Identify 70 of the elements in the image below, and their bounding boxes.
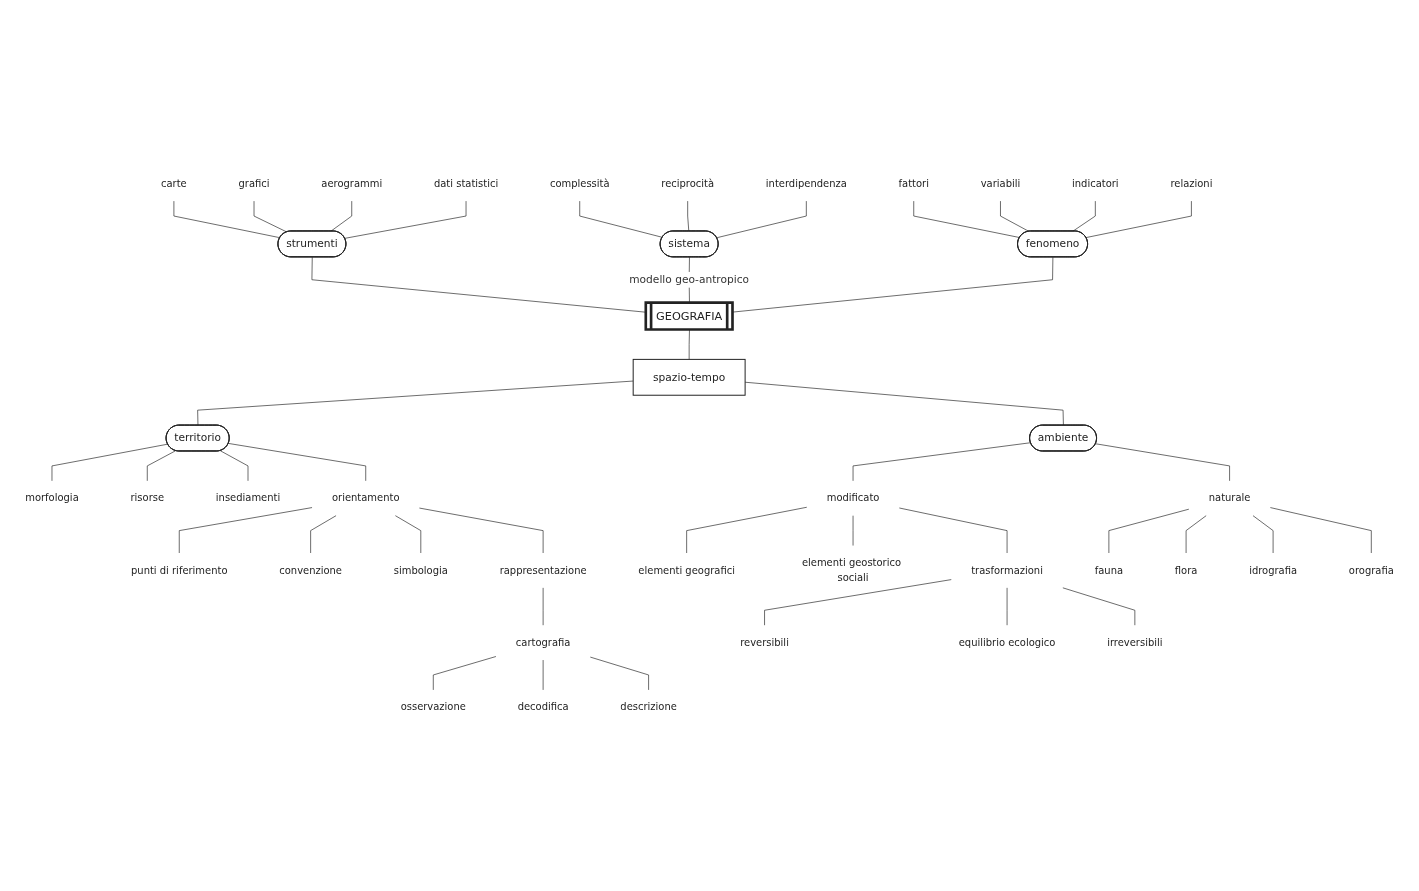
connector	[432, 656, 497, 691]
node-text: dati statistici	[433, 177, 499, 190]
node-text: simbologia	[393, 564, 448, 577]
node-text: morfologia	[25, 492, 79, 505]
node-text: interdipendenza	[765, 177, 847, 190]
connector	[173, 200, 281, 239]
connector	[732, 256, 1054, 313]
node-text: flora	[1174, 564, 1198, 577]
node-text: idrografia	[1249, 564, 1298, 577]
connector	[913, 200, 1021, 238]
connector	[1000, 200, 1030, 232]
node-text: elementi geografici	[638, 564, 735, 577]
connector	[228, 443, 367, 482]
connector	[687, 200, 690, 232]
node-text: cartografia	[515, 636, 571, 649]
node-text: risorse	[130, 492, 165, 505]
node-text: decodifica	[517, 701, 569, 714]
edge-label: modello geo-antropico	[629, 273, 750, 286]
connector	[197, 380, 634, 426]
node-box: spazio-tempo	[632, 358, 746, 396]
connector	[1062, 587, 1136, 626]
node-text: insediamenti	[215, 492, 281, 505]
node-text: convenzione	[279, 564, 342, 577]
node-text: carte	[161, 177, 187, 190]
connector	[253, 200, 288, 233]
connector	[220, 450, 249, 482]
connector	[744, 381, 1064, 426]
connector	[852, 442, 1032, 482]
connector	[589, 656, 649, 691]
node-text: descrizione	[620, 701, 677, 714]
node-text: modificato	[826, 492, 880, 505]
node-text: orografia	[1348, 564, 1394, 577]
node-text: equilibrio ecologico	[958, 636, 1056, 649]
node-text: reversibili	[740, 636, 789, 649]
connector	[178, 507, 313, 554]
connector	[899, 507, 1008, 554]
node-text: osservazione	[400, 701, 466, 714]
node-text: complessità	[549, 177, 610, 190]
connector	[1185, 515, 1207, 554]
connector	[344, 200, 467, 239]
node-text: elementi geostorico sociali	[801, 556, 902, 584]
connector	[1072, 200, 1096, 232]
connector	[579, 200, 663, 238]
connector	[686, 506, 808, 554]
connector	[1108, 508, 1190, 554]
connector	[51, 443, 169, 482]
node-text: variabili	[980, 177, 1021, 190]
node-text: rappresentazione	[499, 564, 587, 577]
node-text: fauna	[1094, 564, 1124, 577]
node-text: aerogrammi	[321, 177, 383, 190]
connector	[1095, 443, 1230, 482]
connector	[419, 507, 544, 554]
connector	[764, 579, 952, 626]
connector	[146, 450, 176, 482]
node-text: fattori	[898, 177, 929, 190]
connector	[716, 200, 807, 239]
node-text: trasformazioni	[971, 564, 1043, 577]
node-text: punti di riferimento	[131, 564, 228, 577]
connector	[330, 200, 353, 232]
node-text: indicatori	[1072, 177, 1119, 190]
connector	[688, 329, 690, 360]
connector	[1085, 200, 1192, 238]
node-text: irreversibili	[1107, 636, 1163, 649]
connector	[1252, 515, 1274, 554]
connector	[1270, 507, 1372, 554]
node-text: grafici	[238, 177, 270, 190]
node-text: orientamento	[331, 492, 400, 505]
node-text: relazioni	[1170, 177, 1213, 190]
node-text: reciprocità	[661, 177, 715, 190]
node-text: naturale	[1208, 492, 1251, 505]
